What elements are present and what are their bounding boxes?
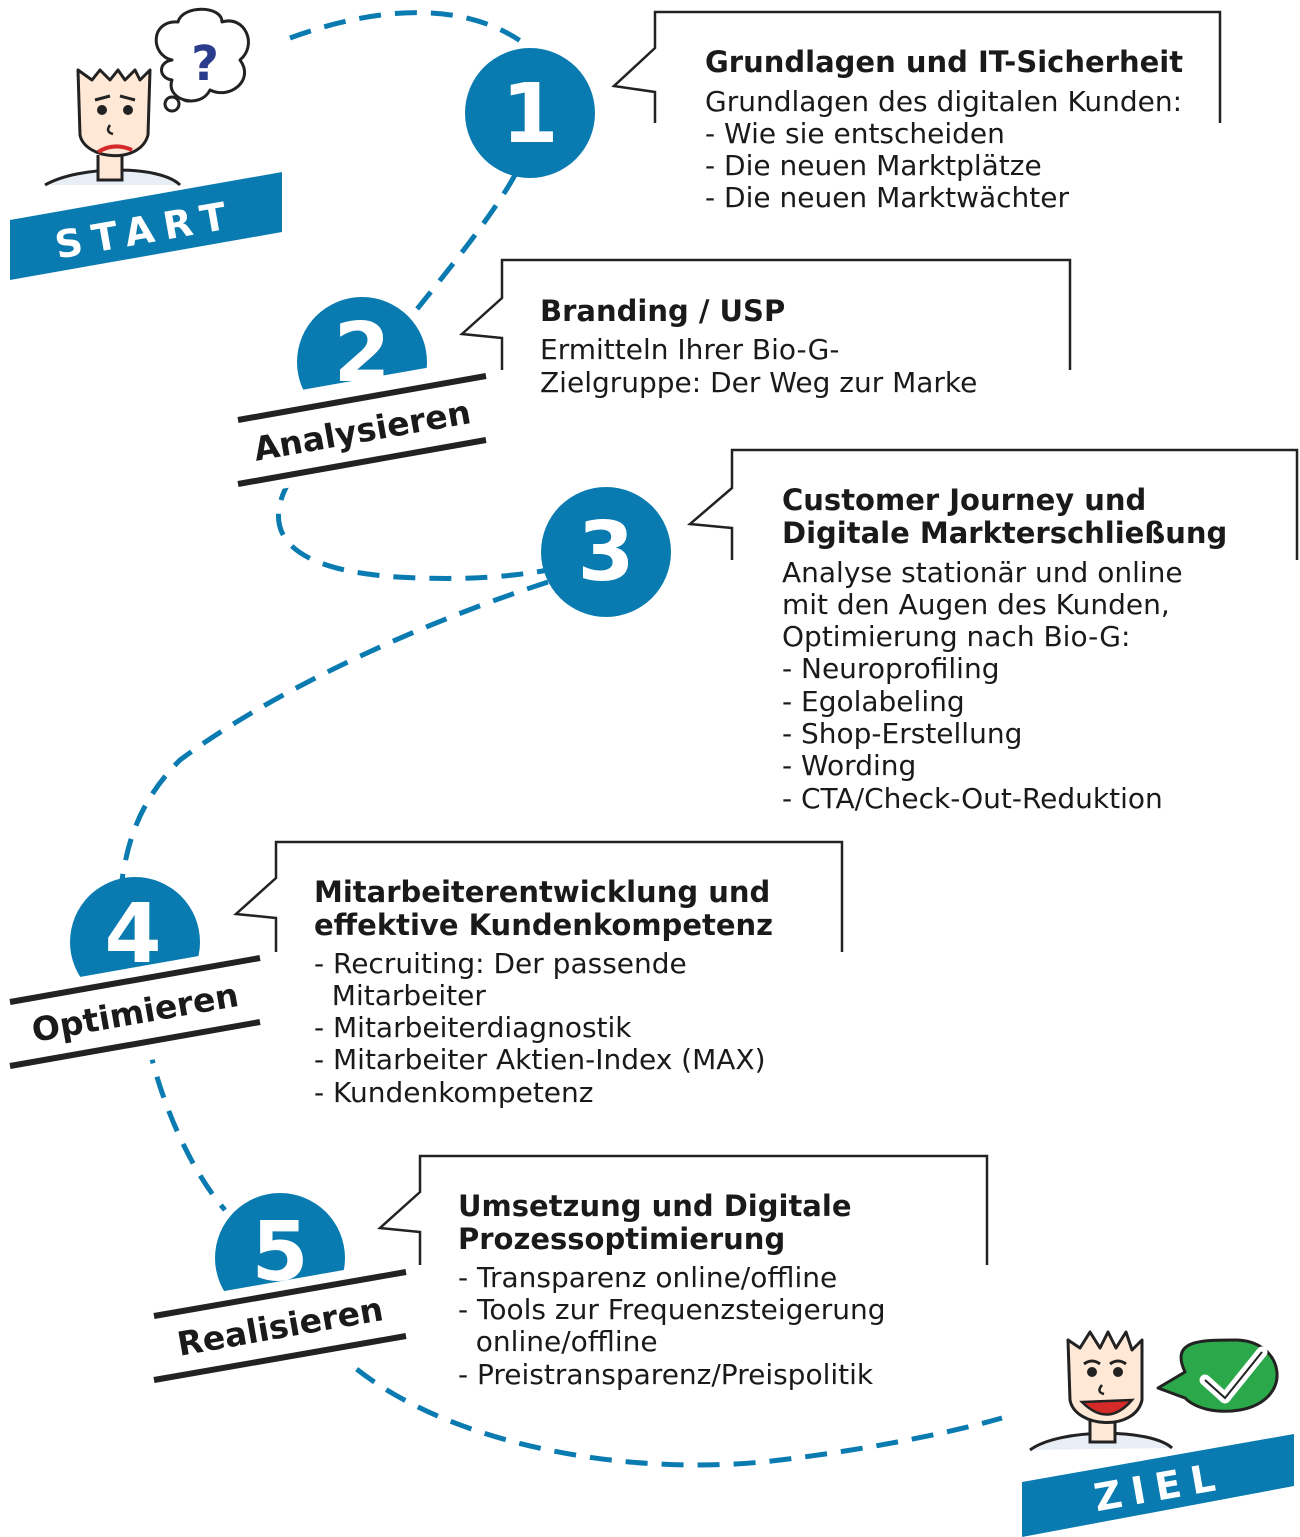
step-4-card: Mitarbeiterentwicklung und effektive Kun… xyxy=(233,840,844,1109)
step-1-line: - Wie sie entscheiden xyxy=(705,117,1005,150)
phase-optimize: Optimieren xyxy=(3,947,267,1083)
step-3-title: Digitale Markterschließung xyxy=(782,516,1227,550)
speech-bubble xyxy=(1156,1338,1279,1413)
step-1-line: - Die neuen Marktplätze xyxy=(705,149,1042,182)
step-5-title: Prozessoptimierung xyxy=(458,1222,785,1256)
step-4-title: Mitarbeiterentwicklung und xyxy=(314,875,770,909)
start-banner: START xyxy=(10,172,282,280)
step-3-line: - Shop-Erstellung xyxy=(782,717,1022,750)
step-5-line: - Transparenz online/offline xyxy=(458,1261,837,1294)
thought-bubble: ? xyxy=(154,7,250,113)
goal-person xyxy=(1029,1330,1174,1452)
step-1-line: - Die neuen Marktwächter xyxy=(705,181,1069,214)
step-5-line: - Preistransparenz/Preispolitik xyxy=(458,1358,874,1391)
goal-banner: ZIEL xyxy=(1022,1434,1294,1537)
step-2-card: Branding / USP Ermitteln Ihrer Bio-G- Zi… xyxy=(459,258,1072,399)
step-5-card: Umsetzung und Digitale Prozessoptimierun… xyxy=(377,1154,989,1391)
step-3-line: - Wording xyxy=(782,749,916,782)
phase-realize: Realisieren xyxy=(147,1260,413,1398)
step-3-line: - Egolabeling xyxy=(782,685,965,718)
step-4-line: - Mitarbeiter Aktien-Index (MAX) xyxy=(314,1043,766,1076)
step-5-line: online/offline xyxy=(458,1325,658,1358)
step-1-card: Grundlagen und IT-Sicherheit Grundlagen … xyxy=(611,10,1222,214)
step-3-line: Analyse stationär und online xyxy=(782,556,1183,589)
step-4-line: - Mitarbeiterdiagnostik xyxy=(314,1011,632,1044)
step-1-marker: 1 xyxy=(465,48,595,178)
step-2-line: Zielgruppe: Der Weg zur Marke xyxy=(540,366,977,399)
step-5-line: - Tools zur Frequenzsteigerung xyxy=(458,1293,885,1326)
step-3-number: 3 xyxy=(577,505,634,600)
phase-analyze: Analysieren xyxy=(229,358,495,496)
step-3-line: - Neuroprofiling xyxy=(782,652,999,685)
step-4-line: - Kundenkompetenz xyxy=(314,1076,593,1109)
step-4-title: effektive Kundenkompetenz xyxy=(314,908,773,942)
step-2-line: Ermitteln Ihrer Bio-G- xyxy=(540,333,839,366)
step-3-title: Customer Journey und xyxy=(782,483,1146,517)
step-5-title: Umsetzung und Digitale xyxy=(458,1189,851,1223)
step-1-number: 1 xyxy=(501,67,558,162)
step-3-marker: 3 xyxy=(541,487,671,617)
start-person xyxy=(44,68,182,187)
step-2-title: Branding / USP xyxy=(540,294,785,328)
step-3-line: mit den Augen des Kunden, xyxy=(782,588,1170,621)
step-3-line: Optimierung nach Bio-G: xyxy=(782,620,1130,653)
step-3-line: - CTA/Check-Out-Reduktion xyxy=(782,782,1163,815)
step-3-card: Customer Journey und Digitale Marktersch… xyxy=(686,448,1299,815)
dashed-path xyxy=(119,10,1003,1468)
step-4-line: Mitarbeiter xyxy=(314,979,486,1012)
question-mark-icon: ? xyxy=(191,36,219,92)
step-1-line: Grundlagen des digitalen Kunden: xyxy=(705,85,1182,118)
step-4-line: - Recruiting: Der passende xyxy=(314,947,687,980)
step-1-title: Grundlagen und IT-Sicherheit xyxy=(705,45,1183,79)
